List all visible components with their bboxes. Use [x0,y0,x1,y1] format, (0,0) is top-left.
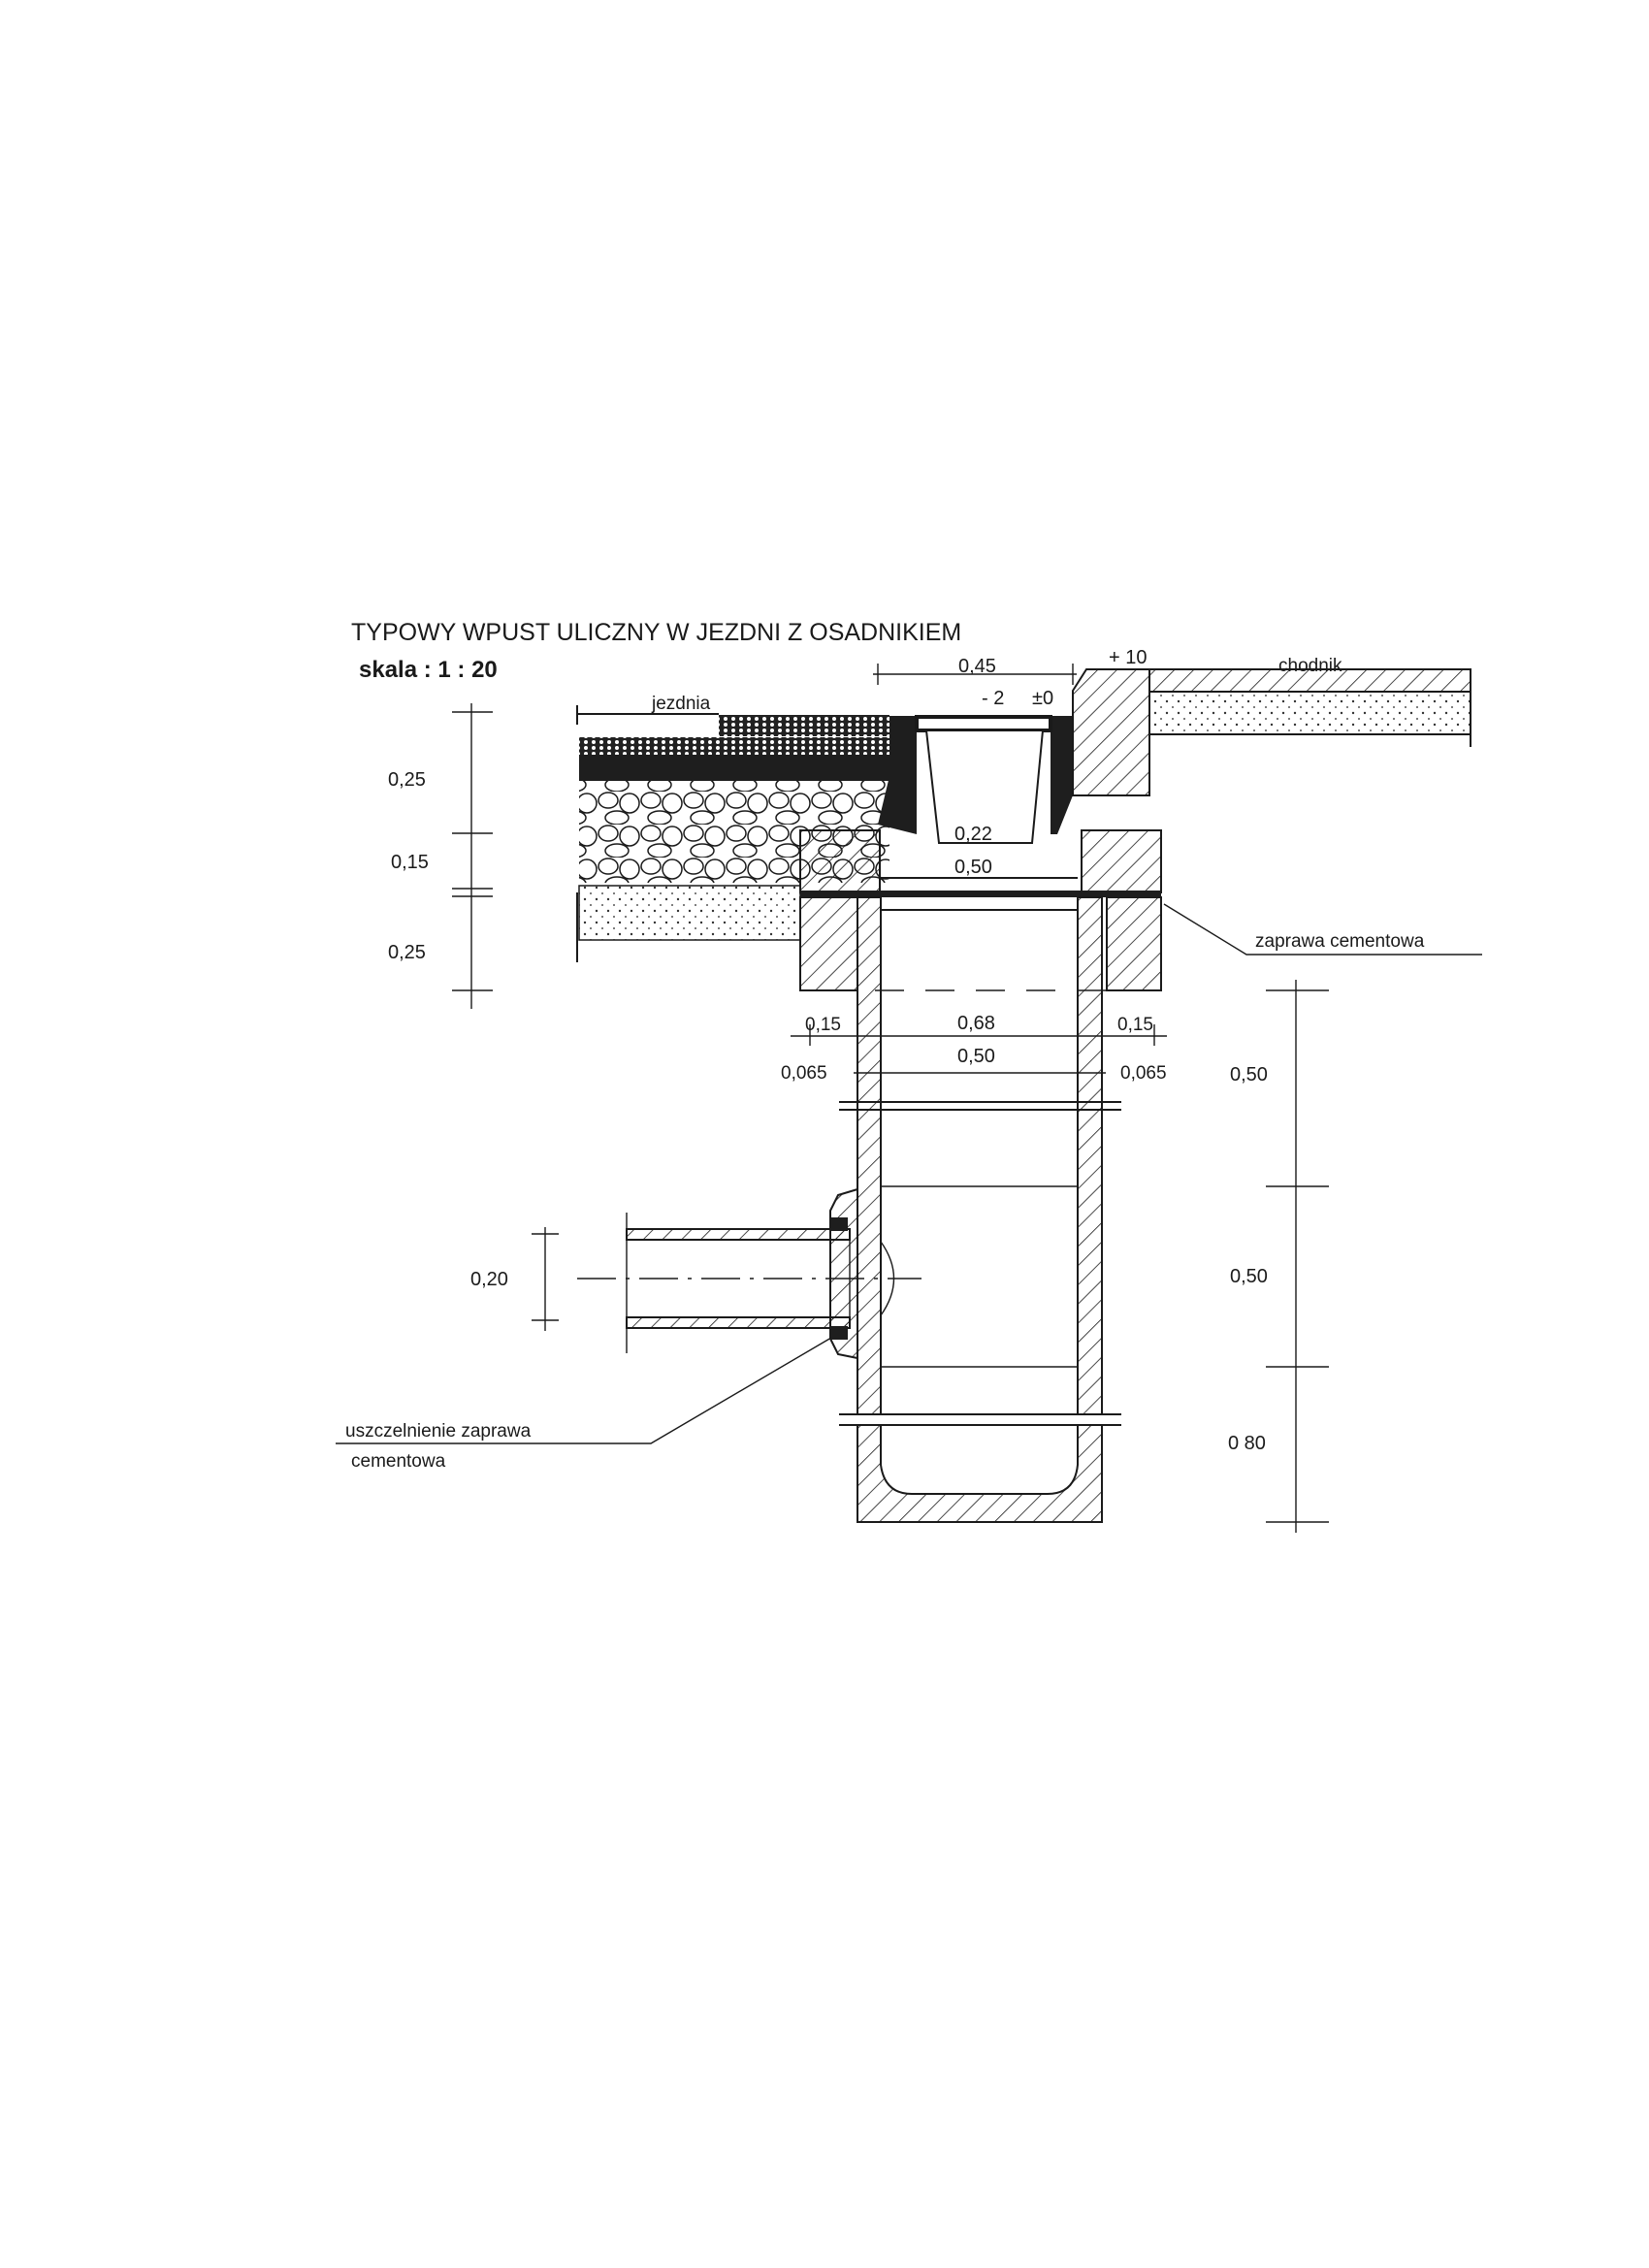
dim-ring1-height: 0,50 [1230,1064,1268,1085]
dim-layer1: 0,25 [388,769,426,791]
elevation-minus2: - 2 [982,688,1004,709]
dim-top-width: 0,45 [958,656,996,677]
support-blocks [799,829,1162,991]
dim-inner: 0,50 [957,1046,995,1067]
elevation-zero: ±0 [1032,688,1053,709]
dim-ring-left: 0,065 [781,1063,827,1084]
dim-wall-left: 0,15 [805,1015,841,1035]
dim-ring2-height: 0,50 [1230,1266,1268,1287]
sidewalk-label: chodnik [1278,656,1342,676]
drawing-title: TYPOWY WPUST ULICZNY W JEZDNI Z OSADNIKI… [351,619,961,646]
dim-opening: 0,50 [954,857,992,878]
dim-layer3: 0,25 [388,942,426,963]
mortar-leader [1163,903,1482,956]
dim-outer: 0,68 [957,1013,995,1034]
scale-label: skala : 1 : 20 [359,657,498,683]
shaft [824,896,1125,1523]
seal-label-line2: cementowa [351,1451,446,1472]
dim-basket-bottom: 0,22 [954,824,992,845]
grate-and-basket [915,715,1052,844]
elevation-plus10: + 10 [1109,647,1147,668]
outlet-pipe [532,1187,922,1360]
dim-wall-right: 0,15 [1117,1015,1153,1035]
right-dimension [1266,980,1329,1533]
dim-ring-right: 0,065 [1120,1063,1167,1084]
seal-label-line1: uszczelnienie zaprawa [345,1421,532,1442]
mortar-label: zaprawa cementowa [1255,931,1425,952]
dim-pipe-diameter: 0,20 [470,1269,508,1290]
dim-layer2: 0,15 [391,852,429,873]
left-dimension [452,703,493,1009]
top-width-dimension [873,664,1077,685]
dim-sump-height: 0 80 [1228,1433,1266,1454]
road-structure [576,705,1073,962]
curb-and-sidewalk [1072,668,1471,796]
wall-dimensions [791,1024,1167,1074]
seal-leader [336,1337,832,1444]
roadway-label: jezdnia [651,694,711,714]
